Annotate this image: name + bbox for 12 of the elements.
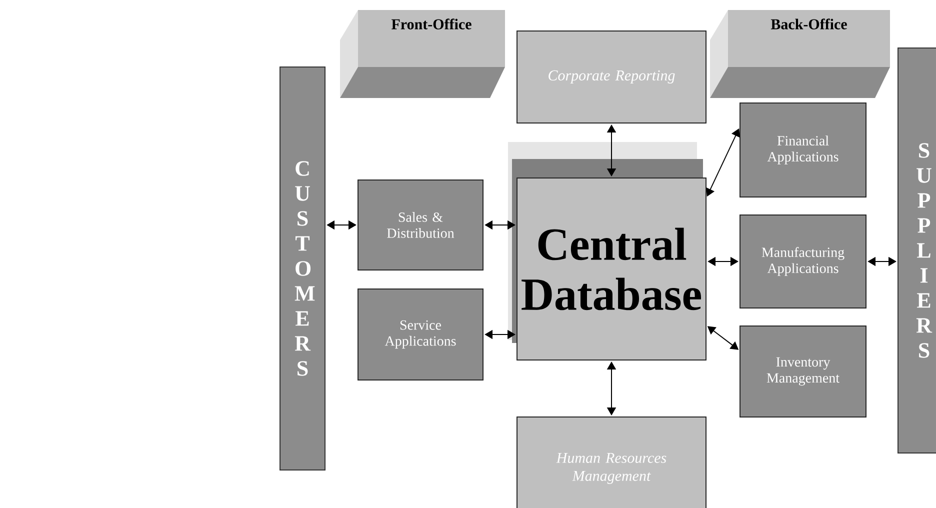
process-box: Human Resources Management: [516, 416, 706, 508]
process-box: Manufacturing Applications: [740, 214, 866, 308]
database-box: Central Database: [508, 142, 706, 360]
process-box: Sales & Distribution: [358, 180, 484, 270]
process-box: Financial Applications: [740, 102, 866, 198]
side-band: C U S T O M E R S: [280, 66, 326, 470]
process-box: Corporate Reporting: [516, 30, 706, 124]
office-block: Front-Office: [340, 10, 505, 98]
process-box: Inventory Management: [740, 325, 866, 418]
process-box: Service Applications: [358, 288, 484, 380]
side-band: S U P P L I E R S: [898, 48, 936, 454]
office-block: Back-Office: [710, 10, 890, 98]
